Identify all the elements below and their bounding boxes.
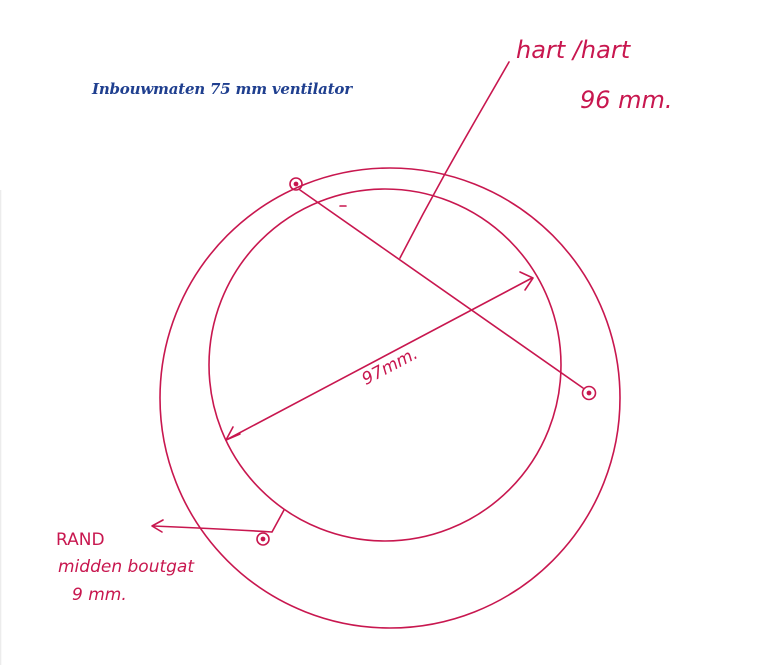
rand-label-line3: 9 mm. [72, 585, 127, 605]
hart-leader-line [399, 61, 510, 259]
diameter-label: 97mm. [359, 344, 422, 390]
inner-circle [208, 188, 562, 542]
rand-arrowhead [151, 519, 164, 533]
bolt-hole-right [581, 385, 597, 401]
hart-label-line1: hart /hart [516, 36, 632, 64]
diagram-title: Inbouwmaten 75 mm ventilator [92, 80, 352, 98]
rand-label-line1: RAND [56, 530, 105, 550]
outer-circle [159, 167, 621, 629]
rand-label-line2: midden boutgat [58, 557, 195, 577]
bolt-centre-line [299, 189, 584, 389]
diameter-arrow-right [519, 271, 534, 291]
diameter-arrow-left [225, 426, 241, 441]
hart-label-line2: 96 mm. [580, 86, 673, 114]
rand-leader-line [152, 509, 285, 533]
bolt-hole-top-left [289, 177, 303, 191]
page-edge-shadow [0, 190, 2, 665]
diameter-dimension-line [225, 277, 533, 441]
bolt-hole-bottom [256, 532, 270, 546]
